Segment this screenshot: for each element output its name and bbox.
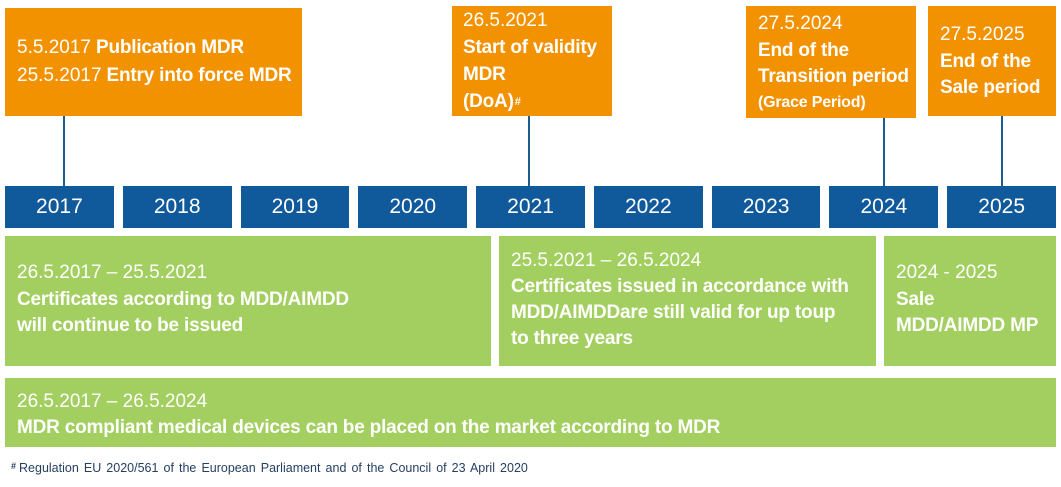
year-cell: 2025	[947, 186, 1057, 228]
year-cell: 2023	[711, 186, 821, 228]
period-range: 25.5.2021 – 26.5.2024	[511, 250, 702, 271]
year-cell: 2020	[358, 186, 468, 228]
period-box-mdr-compliant: 26.5.2017 – 26.5.2024 MDR compliant medi…	[5, 378, 1056, 447]
period-box-mdd-certificates-valid: 25.5.2021 – 26.5.2024 Certificates issue…	[499, 236, 876, 366]
milestone-label: Transition period	[758, 66, 909, 87]
period-text: MDD/AIMDDare still valid for up toup	[511, 302, 836, 323]
year-cell: 2019	[240, 186, 350, 228]
milestone-date: 25.5.2017	[17, 65, 102, 86]
period-text: Sale	[896, 288, 935, 310]
period-box-mdd-certificates-issued: 26.5.2017 – 25.5.2021 Certificates accor…	[5, 236, 491, 366]
period-text: will continue to be issued	[17, 315, 243, 336]
milestone-note: (Grace Period)	[758, 93, 866, 111]
period-text: to three years	[511, 328, 633, 349]
milestone-box-2025: 27.5.2025 End of the Sale period	[928, 6, 1056, 116]
period-range: 2024 - 2025	[896, 262, 998, 283]
period-range: 26.5.2017 – 26.5.2024	[17, 391, 208, 412]
year-cell: 2022	[593, 186, 703, 228]
year-cell: 2024	[829, 186, 939, 228]
milestone-label: Publication MDR	[95, 37, 244, 58]
milestone-date: 27.5.2024	[758, 13, 843, 34]
milestone-date: 26.5.2021	[463, 10, 548, 31]
period-text: Certificates issued in accordance with	[511, 276, 849, 297]
year-cell: 2021	[476, 186, 585, 228]
milestone-label: MDR	[463, 64, 506, 85]
milestone-box-2021: 26.5.2021 Start of validity MDR (DoA)#	[452, 6, 612, 116]
year-cell: 2018	[122, 186, 232, 228]
milestone-date: 5.5.2017	[17, 37, 91, 58]
footnote-mark: #	[11, 461, 17, 471]
milestone-label: End of the	[940, 50, 1031, 72]
period-text: MDR compliant medical devices can be pla…	[17, 417, 721, 438]
milestone-label: Sale period	[940, 77, 1041, 98]
period-text: MDD/AIMDD MP	[896, 315, 1039, 336]
connector-line-2017	[63, 116, 65, 186]
year-timeline: 2017 2018 2019 2020 2021 2022 2023 2024 …	[5, 186, 1057, 228]
connector-line-2024	[883, 118, 885, 186]
footnote: #Regulation EU 2020/561 of the European …	[11, 460, 528, 476]
milestone-label: End of the	[758, 39, 849, 61]
milestone-label: Entry into force MDR	[106, 65, 292, 86]
period-text: Certificates according to MDD/AIMDD	[17, 288, 349, 310]
milestone-label: (DoA)	[463, 91, 514, 112]
connector-line-2021	[528, 116, 530, 186]
connector-line-2025	[1001, 116, 1003, 186]
milestone-date: 27.5.2025	[940, 24, 1025, 45]
milestone-box-2024: 27.5.2024 End of the Transition period (…	[746, 6, 916, 118]
year-cell: 2017	[5, 186, 114, 228]
footnote-reference-mark: #	[514, 96, 521, 108]
milestone-label-with-mark: (DoA)#	[463, 88, 612, 115]
footnote-text: Regulation EU 2020/561 of the European P…	[19, 461, 528, 475]
period-box-sale: 2024 - 2025 Sale MDD/AIMDD MP	[884, 236, 1056, 366]
period-range: 26.5.2017 – 25.5.2021	[17, 262, 208, 283]
milestone-label: Start of validity	[463, 37, 597, 58]
